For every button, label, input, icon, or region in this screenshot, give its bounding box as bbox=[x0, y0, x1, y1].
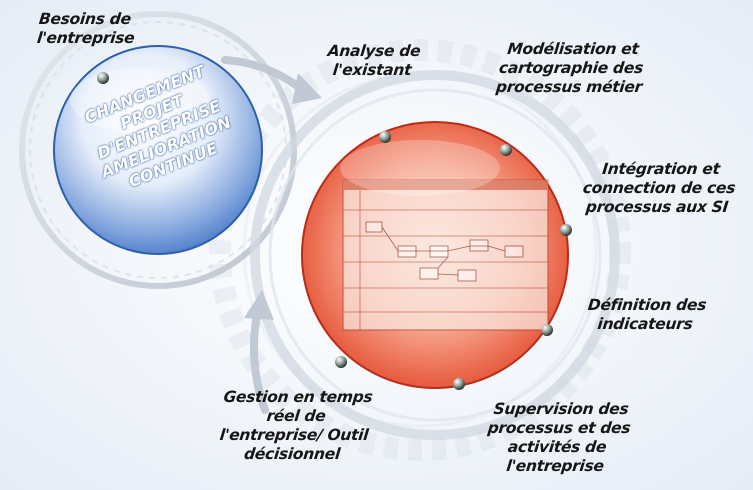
label-line: Modélisation et bbox=[506, 40, 640, 58]
cycle-ring bbox=[250, 70, 620, 440]
label-line: l'entreprise bbox=[505, 457, 605, 475]
marker-analyse-icon bbox=[379, 131, 391, 143]
marker-integration-icon bbox=[560, 224, 572, 236]
label-line: processus et des bbox=[486, 419, 632, 437]
cycle-arrow-top-icon bbox=[221, 56, 322, 104]
label-gestion: Gestion en temps réel de l'entreprise/ O… bbox=[201, 388, 389, 464]
label-line: Définition des bbox=[586, 296, 708, 314]
label-line: cartographie des bbox=[498, 59, 644, 77]
marker-modelisation-icon bbox=[500, 144, 512, 156]
label-line: l'existant bbox=[331, 61, 413, 79]
label-line: Gestion en temps bbox=[222, 388, 374, 406]
marker-besoins-icon bbox=[97, 72, 109, 84]
label-line: l'entreprise/ Outil bbox=[218, 426, 370, 444]
label-integration: Intégration et connection de ces process… bbox=[570, 160, 748, 217]
label-line: Supervision des bbox=[492, 400, 630, 418]
label-line: Analyse de bbox=[326, 42, 422, 60]
ball-markers bbox=[97, 72, 572, 390]
label-line: indicateurs bbox=[596, 315, 694, 333]
label-modelisation: Modélisation et cartographie des process… bbox=[483, 40, 659, 97]
label-supervision: Supervision des processus et des activit… bbox=[464, 400, 652, 476]
label-line: Intégration et bbox=[601, 160, 721, 178]
cycle-arrow-bottom-icon bbox=[244, 290, 274, 414]
process-map-screenshot bbox=[342, 179, 549, 331]
marker-gestion-icon bbox=[335, 356, 347, 368]
label-line: Besoins de bbox=[38, 10, 132, 28]
process-disk-highlight bbox=[340, 140, 500, 196]
label-besoins: Besoins de l'entreprise bbox=[36, 10, 137, 48]
marker-definition-icon bbox=[541, 324, 553, 336]
label-definition: Définition des indicateurs bbox=[574, 296, 718, 334]
label-line: activités de bbox=[506, 438, 608, 456]
label-line: connection de ces bbox=[581, 179, 737, 197]
label-line: réel de bbox=[265, 407, 327, 425]
label-line: processus aux SI bbox=[585, 198, 730, 216]
label-line: processus métier bbox=[495, 78, 643, 96]
hub-disk bbox=[53, 45, 263, 255]
label-line: l'entreprise bbox=[36, 29, 136, 47]
marker-supervision-icon bbox=[453, 378, 465, 390]
label-line: décisionnel bbox=[243, 445, 341, 463]
label-analyse: Analyse de l'existant bbox=[316, 42, 430, 80]
